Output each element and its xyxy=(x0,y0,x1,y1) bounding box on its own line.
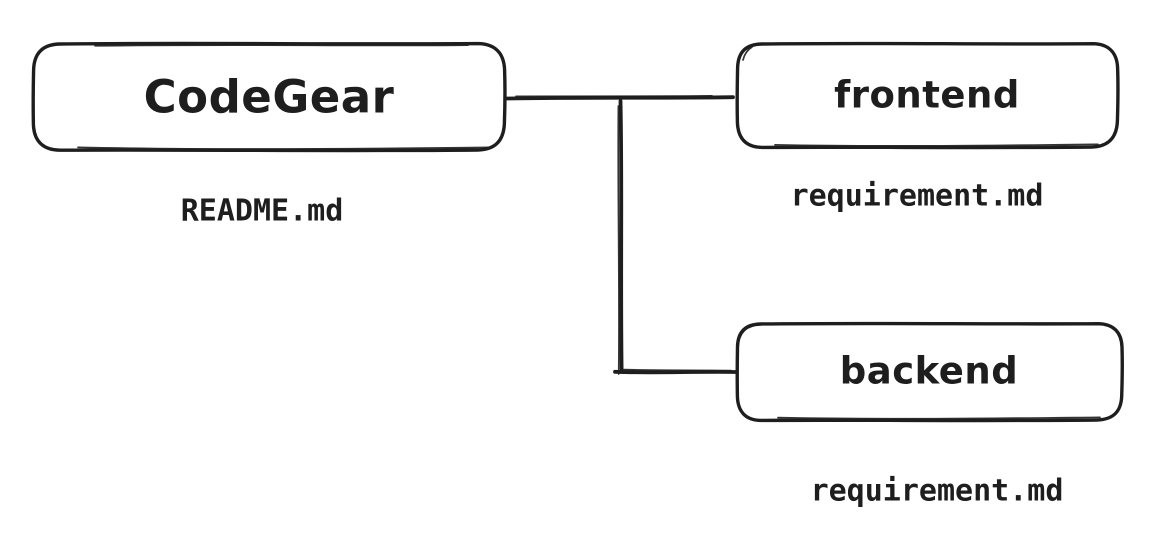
file-caption-codegear: README.md xyxy=(180,193,344,229)
edge-codegear-frontend xyxy=(505,95,735,101)
node-label-frontend: frontend xyxy=(834,73,1020,117)
node-box-backend xyxy=(735,321,1124,423)
node-box-frontend xyxy=(735,41,1120,150)
node-label-codegear: CodeGear xyxy=(143,70,395,124)
file-caption-backend: requirement.md xyxy=(810,473,1064,509)
node-label-backend: backend xyxy=(839,349,1019,393)
edge-codegear-backend xyxy=(613,99,738,375)
file-caption-frontend: requirement.md xyxy=(790,178,1044,214)
node-box-codegear xyxy=(31,41,507,153)
